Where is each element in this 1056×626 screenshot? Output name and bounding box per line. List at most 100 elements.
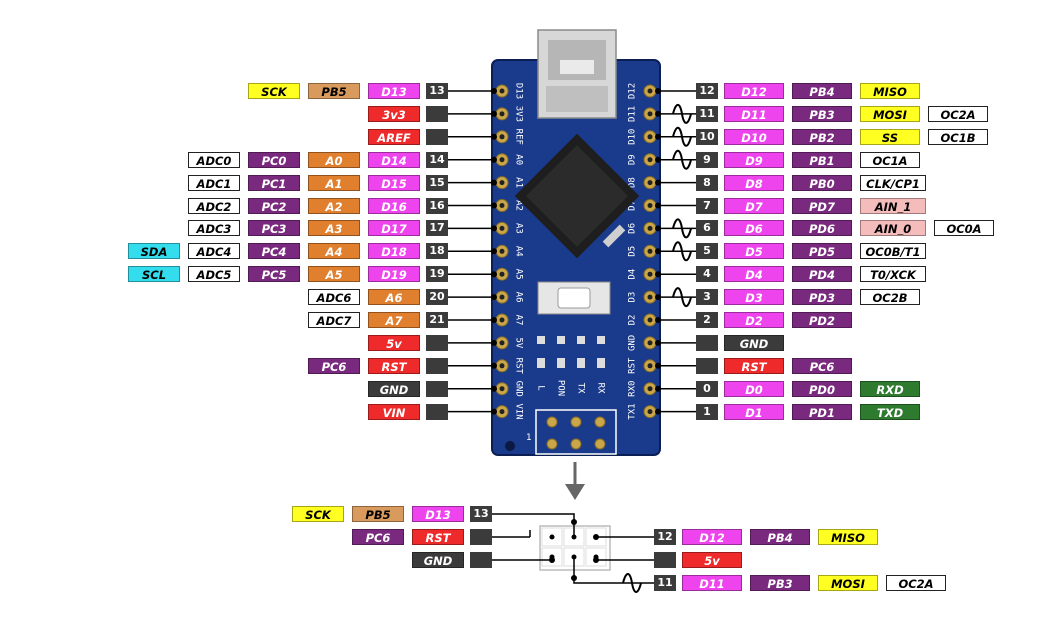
connection-dot — [655, 248, 661, 255]
connection-dot — [655, 225, 661, 232]
silk-label: GND — [514, 381, 524, 397]
pin-label-mosi: MOSI — [860, 105, 920, 122]
pin-label-pd2: PD2 — [792, 312, 852, 328]
pwm-wave-icon — [672, 103, 692, 124]
pin-number-box: 4 — [696, 266, 718, 283]
connection-dot — [491, 339, 497, 346]
connection-dot — [491, 133, 497, 140]
pin-label-oc2a: OC2A — [886, 575, 946, 591]
pin-label-adc1: ADC1 — [188, 174, 240, 191]
pin-label-a7: A7 — [368, 312, 420, 328]
pwm-wave-icon — [672, 287, 692, 308]
silk-label: A7 — [514, 315, 524, 326]
connection-dot — [655, 156, 661, 163]
pin-label-rst: RST — [368, 357, 420, 374]
pwm-wave-icon — [672, 126, 692, 147]
pin-number-box: 0 — [696, 380, 718, 397]
pin-number-box: 8 — [696, 174, 718, 191]
pin-label-pb5: PB5 — [308, 83, 360, 99]
connection-dot — [655, 339, 661, 346]
silk-label: 5V — [514, 337, 524, 348]
pin-label-sck: SCK — [248, 83, 300, 99]
connection-dot — [655, 133, 661, 140]
pin-number-box: 19 — [426, 266, 448, 283]
pin-label-miso: MISO — [818, 529, 878, 545]
pin-label-d12: D12 — [682, 529, 742, 545]
connection-dot — [491, 88, 497, 94]
silk-label: REF — [514, 129, 524, 145]
silk-label: D5 — [628, 246, 638, 257]
silk-label: VIN — [514, 403, 524, 419]
silk-label: D7 — [628, 200, 638, 211]
pin-label-clk-cp1: CLK/CP1 — [860, 174, 926, 191]
silk-label: D4 — [628, 269, 638, 280]
pin-label-d5: D5 — [724, 243, 784, 260]
pin-number-box: 11 — [654, 575, 676, 591]
pin-label-oc0b-t1: OC0B/T1 — [860, 243, 926, 260]
pin-label-gnd: GND — [368, 380, 420, 397]
silk-label: D12 — [628, 83, 638, 99]
connection-dot — [655, 271, 661, 278]
pin-label-d4: D4 — [724, 266, 784, 283]
silk-label: RST — [628, 357, 638, 374]
pin-label-ss: SS — [860, 128, 920, 145]
down-arrow-icon — [565, 462, 585, 500]
silk-label: D9 — [628, 154, 638, 165]
pin-label-pb3: PB3 — [792, 105, 852, 122]
pin-label-d6: D6 — [724, 220, 784, 237]
silk-label: D6 — [628, 223, 638, 234]
connection-dot — [549, 557, 555, 563]
pin-label-pc2: PC2 — [248, 197, 300, 214]
pin-number-box: 11 — [696, 105, 718, 122]
pin-label-pb3: PB3 — [750, 575, 810, 591]
pin-number-box: 7 — [696, 197, 718, 214]
silk-label: RST — [514, 358, 524, 375]
pin-label-pd3: PD3 — [792, 289, 852, 306]
silk-label: D3 — [628, 292, 638, 303]
connection-dot — [593, 557, 599, 563]
pin-label-d12: D12 — [724, 83, 784, 99]
pwm-wave-icon — [672, 149, 692, 170]
pin-label-a4: A4 — [308, 243, 360, 260]
pin-number-box: 1 — [696, 403, 718, 420]
connection-dot — [491, 408, 497, 415]
pin-label-scl: SCL — [128, 266, 180, 283]
pin-label-pb1: PB1 — [792, 151, 852, 168]
pin-number-box: 12 — [654, 529, 676, 545]
pin-number-box — [654, 552, 676, 568]
pin-label-5v: 5v — [368, 334, 420, 351]
reset-button — [537, 281, 611, 315]
pin-label-d10: D10 — [724, 128, 784, 145]
connection-dot — [491, 317, 497, 323]
pin-number-box: 13 — [470, 506, 492, 522]
pin-label-d1: D1 — [724, 403, 784, 420]
pin-label-d14: D14 — [368, 151, 420, 168]
pin-label-aref: AREF — [368, 128, 420, 145]
pin-label-rxd: RXD — [860, 380, 920, 397]
pin-label-d3: D3 — [724, 289, 784, 306]
pin-label-pc3: PC3 — [248, 220, 300, 237]
pin-label-d2: D2 — [724, 312, 784, 328]
pin-number-box — [426, 380, 448, 397]
connection-dot — [491, 225, 497, 232]
pin-label-d18: D18 — [368, 243, 420, 260]
pin-label-adc0: ADC0 — [188, 151, 240, 168]
pin-label-rst: RST — [724, 357, 784, 374]
pin-label-adc4: ADC4 — [188, 243, 240, 260]
connection-dot — [655, 294, 661, 301]
pin-number-box — [696, 334, 718, 351]
pin-label-adc7: ADC7 — [308, 312, 360, 328]
pin-number-box: 6 — [696, 220, 718, 237]
silk-label: D2 — [628, 315, 638, 326]
pin-label-d13: D13 — [368, 83, 420, 99]
pin-number-box — [426, 403, 448, 420]
pin-label-pd5: PD5 — [792, 243, 852, 260]
pin-label-d11: D11 — [682, 575, 742, 591]
pwm-wave-icon — [622, 573, 642, 593]
pin-label-a1: A1 — [308, 174, 360, 191]
silk-label: TX1 — [628, 403, 638, 419]
pin-label-pc1: PC1 — [248, 174, 300, 191]
connection-dot — [491, 362, 497, 369]
pin-label-d8: D8 — [724, 174, 784, 191]
pin-number-box — [426, 128, 448, 145]
